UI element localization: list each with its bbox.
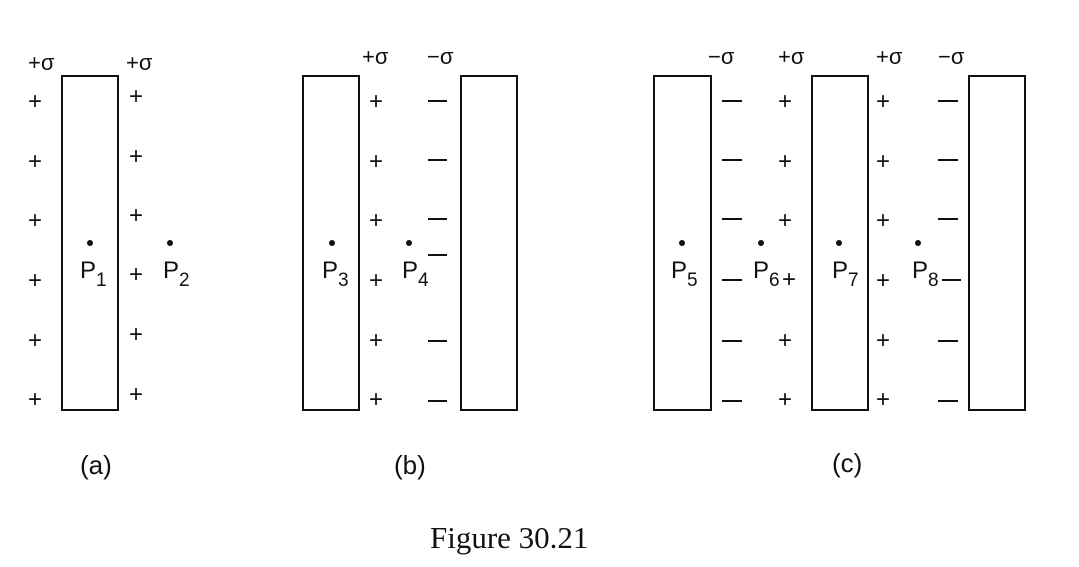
plus-sign: + — [129, 261, 143, 288]
plus-sign: + — [778, 327, 792, 354]
sigma-label: −σ — [427, 44, 454, 69]
panel-label: (c) — [832, 448, 862, 478]
plus-sign: + — [129, 83, 143, 110]
plus-sign: + — [129, 143, 143, 170]
panel-c: −σ +σ +σ −σ + + + + + + + + + + + + — [653, 44, 1026, 478]
point-dot — [329, 240, 335, 246]
plus-sign: + — [782, 266, 796, 293]
point-label: P7 — [832, 257, 859, 291]
plus-sign: + — [28, 88, 42, 115]
plus-sign: + — [876, 148, 890, 175]
charge-column-plus-2: + + + + + + — [876, 88, 890, 413]
charge-column-minus-1 — [722, 100, 742, 402]
plate-c-3 — [968, 75, 1026, 411]
plus-sign: + — [778, 386, 792, 413]
point-label: P1 — [80, 257, 107, 291]
point-dot — [915, 240, 921, 246]
plus-sign: + — [28, 267, 42, 294]
sigma-label: −σ — [938, 44, 965, 69]
plus-sign: + — [876, 386, 890, 413]
sigma-label: +σ — [28, 50, 55, 75]
charge-column-plus-1: + + + + + + — [778, 88, 796, 413]
plus-sign: + — [778, 207, 792, 234]
point-dot — [406, 240, 412, 246]
sigma-label: +σ — [126, 50, 153, 75]
sigma-label: +σ — [362, 44, 389, 69]
point-label: P2 — [163, 257, 190, 291]
plus-sign: + — [876, 207, 890, 234]
plus-sign: + — [129, 381, 143, 408]
charge-column-plus: + + + + + + — [369, 88, 383, 413]
plus-sign: + — [778, 148, 792, 175]
plus-sign: + — [28, 386, 42, 413]
charge-column-minus — [428, 100, 447, 402]
plus-sign: + — [28, 207, 42, 234]
plate-b-right — [460, 75, 518, 411]
plus-sign: + — [876, 267, 890, 294]
point-label: P3 — [322, 257, 349, 291]
charge-column-minus-2 — [938, 100, 961, 402]
plus-sign: + — [778, 88, 792, 115]
plus-sign: + — [28, 148, 42, 175]
plus-sign: + — [369, 386, 383, 413]
point-dot — [836, 240, 842, 246]
plus-sign: + — [129, 321, 143, 348]
figure-caption: Figure 30.21 — [430, 520, 588, 555]
point-label: P8 — [912, 257, 939, 291]
plus-sign: + — [369, 148, 383, 175]
point-dot — [87, 240, 93, 246]
charge-column-right: + + + + + + — [129, 83, 143, 408]
plus-sign: + — [369, 267, 383, 294]
point-dot — [758, 240, 764, 246]
sigma-label: +σ — [778, 44, 805, 69]
point-label: P6 — [753, 257, 780, 291]
point-label: P5 — [671, 257, 698, 291]
plus-sign: + — [369, 88, 383, 115]
panel-label: (b) — [394, 450, 426, 480]
plus-sign: + — [876, 327, 890, 354]
panel-label: (a) — [80, 450, 112, 480]
sigma-label: +σ — [876, 44, 903, 69]
point-dot — [679, 240, 685, 246]
panel-b: +σ −σ + + + + + + P3 P4 (b) — [302, 44, 518, 480]
point-dot — [167, 240, 173, 246]
plus-sign: + — [369, 327, 383, 354]
charge-column-left: + + + + + + — [28, 88, 42, 413]
plus-sign: + — [28, 327, 42, 354]
plus-sign: + — [129, 202, 143, 229]
point-label: P4 — [402, 257, 429, 291]
sigma-label: −σ — [708, 44, 735, 69]
plus-sign: + — [876, 88, 890, 115]
plus-sign: + — [369, 207, 383, 234]
panel-a: +σ +σ + + + + + + + + + + + + P1 P2 (a) — [28, 50, 190, 480]
